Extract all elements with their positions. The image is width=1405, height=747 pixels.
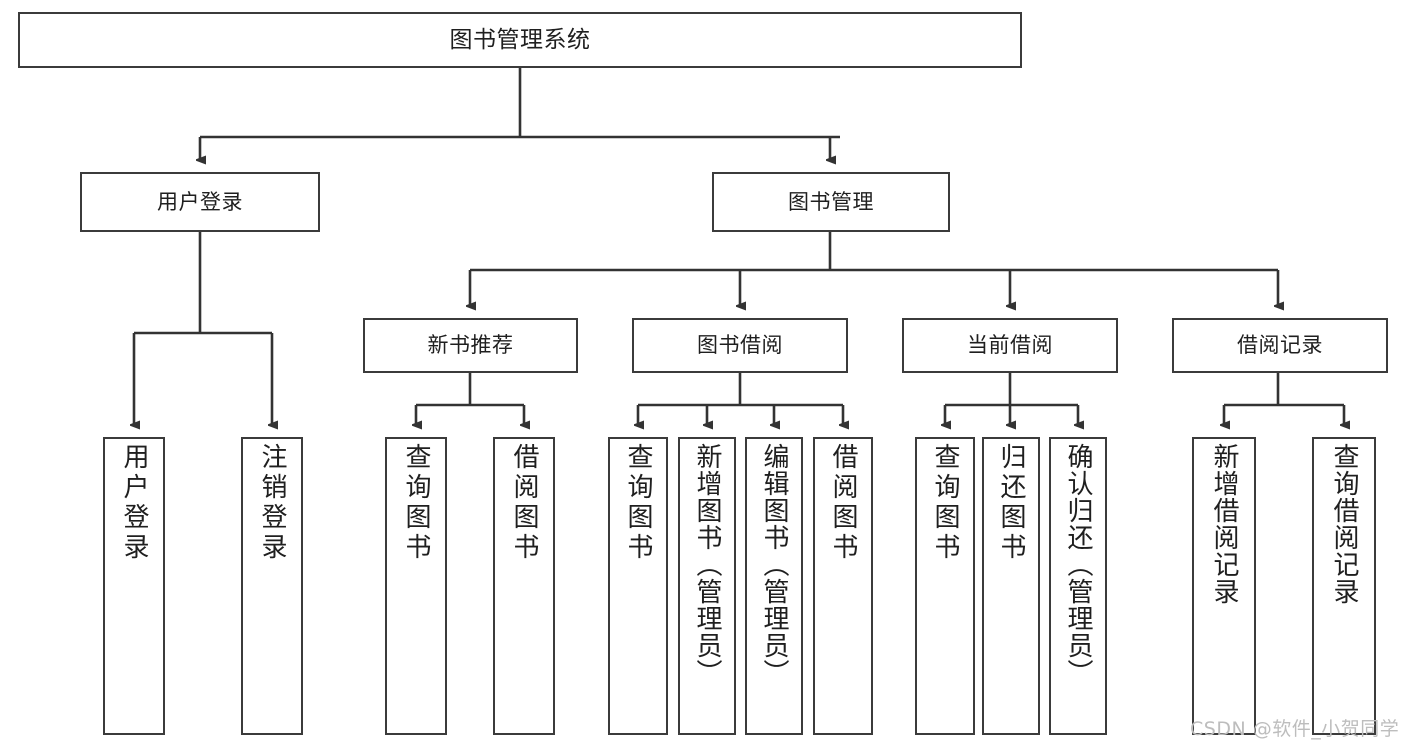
node-current-borrow-label: 当前借阅: [967, 333, 1053, 358]
leaf-book-borrow-query-label: 查询图书: [623, 443, 653, 563]
leaf-user-login-login-label: 用户登录: [119, 443, 149, 563]
leaf-user-login-logout[interactable]: 注销登录: [241, 437, 303, 735]
leaf-new-book-borrow[interactable]: 借阅图书: [493, 437, 555, 735]
leaf-new-book-query-label: 查询图书: [401, 443, 431, 563]
node-new-book-recommend-label: 新书推荐: [427, 333, 514, 358]
leaf-user-login-login[interactable]: 用户登录: [103, 437, 165, 735]
leaf-borrow-record-query-label: 查询借阅记录: [1329, 443, 1359, 605]
leaf-borrow-record-query[interactable]: 查询借阅记录: [1312, 437, 1376, 735]
leaf-book-borrow-add[interactable]: 新增图书（管理员）: [678, 437, 736, 735]
node-user-login-label: 用户登录: [157, 189, 243, 214]
node-borrow-record-label: 借阅记录: [1237, 333, 1323, 358]
node-root[interactable]: 图书管理系统: [18, 12, 1022, 68]
node-new-book-recommend[interactable]: 新书推荐: [363, 318, 578, 373]
leaf-current-borrow-confirm[interactable]: 确认归还（管理员）: [1049, 437, 1107, 735]
node-current-borrow[interactable]: 当前借阅: [902, 318, 1118, 373]
leaf-book-borrow-edit-label: 编辑图书（管理员）: [759, 443, 789, 686]
node-borrow-record[interactable]: 借阅记录: [1172, 318, 1388, 373]
leaf-book-borrow-borrow[interactable]: 借阅图书: [813, 437, 873, 735]
leaf-book-borrow-borrow-label: 借阅图书: [828, 443, 858, 563]
leaf-new-book-query[interactable]: 查询图书: [385, 437, 447, 735]
leaf-current-borrow-query[interactable]: 查询图书: [915, 437, 975, 735]
node-book-management[interactable]: 图书管理: [712, 172, 950, 232]
leaf-borrow-record-add[interactable]: 新增借阅记录: [1192, 437, 1256, 735]
leaf-new-book-borrow-label: 借阅图书: [509, 443, 539, 563]
leaf-borrow-record-add-label: 新增借阅记录: [1209, 443, 1239, 605]
leaf-user-login-logout-label: 注销登录: [257, 443, 287, 563]
leaf-current-borrow-return-label: 归还图书: [996, 443, 1026, 563]
leaf-current-borrow-confirm-label: 确认归还（管理员）: [1063, 443, 1093, 686]
node-root-label: 图书管理系统: [449, 26, 591, 53]
leaf-current-borrow-return[interactable]: 归还图书: [982, 437, 1040, 735]
leaf-book-borrow-add-label: 新增图书（管理员）: [692, 443, 722, 686]
leaf-current-borrow-query-label: 查询图书: [930, 443, 960, 563]
leaf-book-borrow-query[interactable]: 查询图书: [608, 437, 668, 735]
node-book-management-label: 图书管理: [788, 189, 874, 214]
csdn-watermark: CSDN @软件_小贺同学: [1190, 718, 1400, 740]
leaf-book-borrow-edit[interactable]: 编辑图书（管理员）: [745, 437, 803, 735]
node-book-borrow-label: 图书借阅: [697, 333, 783, 358]
node-user-login[interactable]: 用户登录: [80, 172, 320, 232]
node-book-borrow[interactable]: 图书借阅: [632, 318, 848, 373]
